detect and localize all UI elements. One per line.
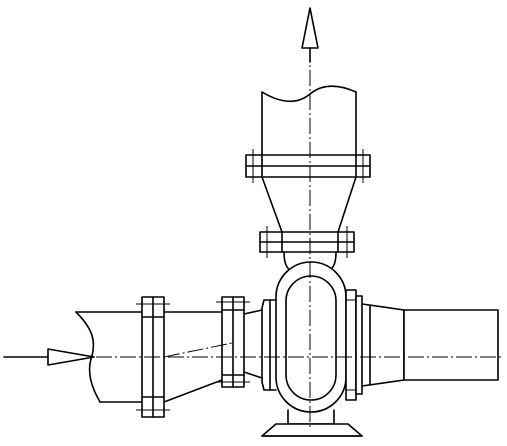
suction-nozzle: [243, 309, 263, 379]
outlet-flow-arrow: [301, 7, 319, 63]
pump-casing: [261, 261, 347, 425]
discharge-pipe: [261, 85, 357, 156]
inlet-flange-right: [216, 296, 250, 388]
pump-base: [261, 423, 363, 437]
inlet-pipe: [75, 311, 143, 403]
center-lines: [96, 46, 504, 428]
pump-bearing-housing: [345, 289, 405, 401]
discharge-expander: [261, 176, 357, 233]
inlet-reducer: [163, 311, 223, 403]
discharge-flange-upper: [245, 149, 371, 183]
inlet-flow-arrow: [3, 348, 95, 366]
discharge-flange-lower: [259, 226, 355, 258]
motor-shaft-housing: [403, 309, 499, 381]
